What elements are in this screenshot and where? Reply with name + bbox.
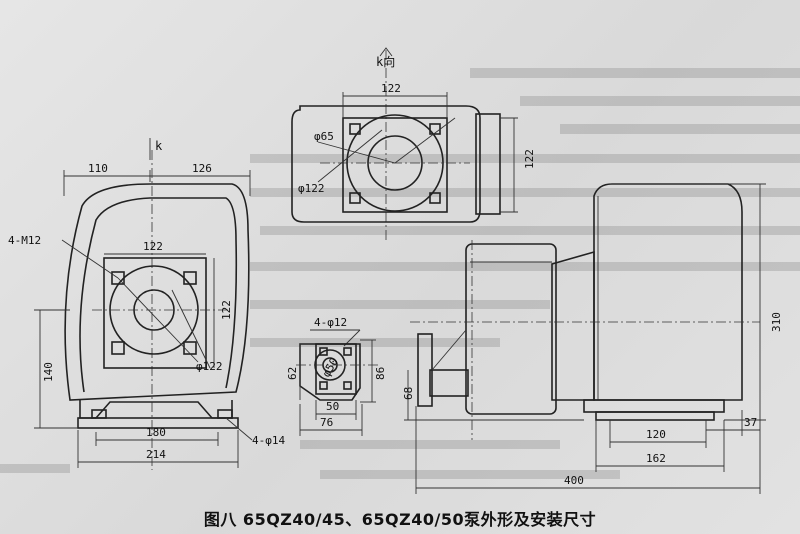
dim-flange-dia: φ50	[320, 356, 341, 380]
top-view-k: k向 122 122 φ65 φ122	[291, 47, 536, 240]
side-view: 310 68 120 162 37 400	[402, 183, 783, 494]
outlet-flange-view: 4-φ12 φ50 62 86 50 76	[286, 316, 387, 436]
dim-left-dia: φ122	[196, 360, 223, 373]
dim-side-outlet-h: 68	[402, 387, 415, 400]
dim-left-flange-h: 122	[220, 300, 233, 320]
front-view: k 110 126 4-M12 122 122 φ122	[8, 138, 285, 470]
dim-flange-h-right: 86	[374, 367, 387, 380]
dim-side-foot-off: 37	[744, 416, 757, 429]
dim-side-length: 400	[564, 474, 584, 487]
dim-side-foot-inner: 120	[646, 428, 666, 441]
dim-left-base-inner: 180	[146, 426, 166, 439]
dim-top-width: 122	[381, 82, 401, 95]
dim-top-height: 122	[523, 149, 536, 169]
view-label-k: k向	[376, 54, 395, 69]
dim-left-foot-holes: 4-φ14	[252, 434, 285, 447]
dim-top-dia-small: φ65	[314, 130, 334, 143]
dim-flange-h-left: 62	[286, 367, 299, 380]
dim-left-base-outer: 214	[146, 448, 166, 461]
dim-left-flange-w: 122	[143, 240, 163, 253]
k-marker: k	[155, 139, 163, 153]
dim-flange-w-inner: 50	[326, 400, 339, 413]
dim-top-dia-large: φ122	[298, 182, 325, 195]
dim-flange-w-outer: 76	[320, 416, 333, 429]
dim-left-bolts: 4-M12	[8, 234, 41, 247]
dim-left-height: 140	[42, 362, 55, 382]
background-bleed-text	[0, 68, 800, 479]
dim-side-foot-outer: 162	[646, 452, 666, 465]
figure-caption: 图八 65QZ40/45、65QZ40/50泵外形及安装尺寸	[203, 510, 597, 529]
dim-flange-holes: 4-φ12	[314, 316, 347, 329]
dim-left-w1: 110	[88, 162, 108, 175]
dim-side-height: 310	[770, 312, 783, 332]
dim-left-w2: 126	[192, 162, 212, 175]
